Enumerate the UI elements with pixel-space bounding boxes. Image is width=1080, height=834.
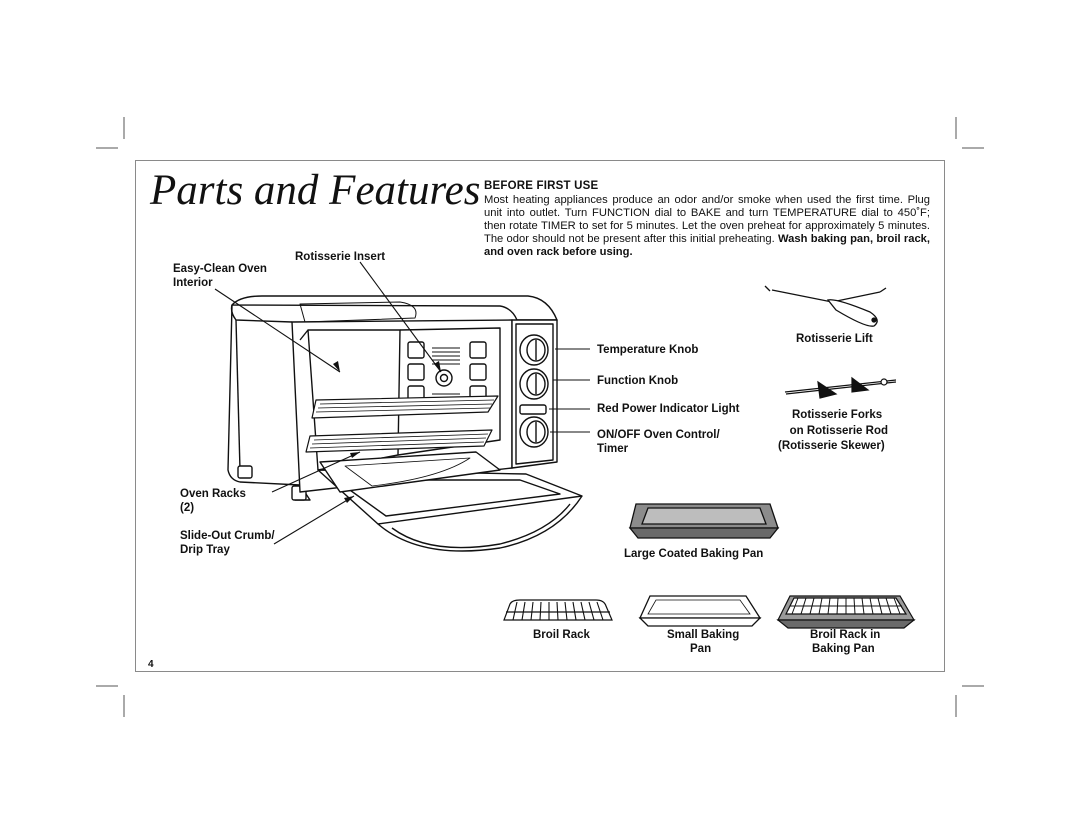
large-baking-pan-icon xyxy=(628,503,780,539)
before-first-use-text: Most heating appliances produce an odor … xyxy=(484,194,930,245)
broil-rack-in-pan-icon xyxy=(776,595,916,629)
rotisserie-forks-icon xyxy=(784,376,897,399)
easy-clean-label-1: Easy-Clean Oven xyxy=(173,263,267,275)
broil-rack-icon xyxy=(503,599,613,621)
small-baking-pan-icon xyxy=(638,595,762,627)
crumb-tray-label-1: Slide-Out Crumb/ xyxy=(180,530,275,542)
rack-in-pan-label-2: Baking Pan xyxy=(812,643,875,655)
temperature-knob-label: Temperature Knob xyxy=(597,344,699,356)
rotisserie-forks-label-3: (Rotisserie Skewer) xyxy=(778,440,885,452)
onoff-control-label-1: ON/OFF Oven Control/ xyxy=(597,429,720,441)
small-pan-label-2: Pan xyxy=(690,643,712,655)
before-first-use-heading: BEFORE FIRST USE xyxy=(484,180,599,192)
function-knob-label: Function Knob xyxy=(597,375,679,387)
oven-racks-label-2: (2) xyxy=(180,502,195,514)
page-title: Parts and Features xyxy=(150,167,481,214)
page-frame xyxy=(135,160,945,672)
page-number: 4 xyxy=(148,659,154,670)
rotisserie-insert-label: Rotisserie Insert xyxy=(295,251,386,263)
oven-racks-label-1: Oven Racks xyxy=(180,488,246,500)
power-light-label: Red Power Indicator Light xyxy=(597,403,740,415)
onoff-control-label-2: Timer xyxy=(597,443,629,455)
rotisserie-forks-label-2: on Rotisserie Rod xyxy=(789,425,888,437)
rotisserie-forks-label-1: Rotisserie Forks xyxy=(792,409,883,421)
rotisserie-lift-label: Rotisserie Lift xyxy=(796,333,873,345)
before-first-use-emphasis: Wash baking pan, broil rack, and oven ra… xyxy=(484,232,930,258)
crumb-tray-label-2: Drip Tray xyxy=(180,544,230,556)
broil-rack-label: Broil Rack xyxy=(533,629,590,641)
large-pan-label: Large Coated Baking Pan xyxy=(624,548,764,560)
easy-clean-label-2: Interior xyxy=(173,277,213,289)
rack-in-pan-label-1: Broil Rack in xyxy=(810,629,881,641)
before-first-use-body: Most heating appliances produce an odor … xyxy=(484,194,930,259)
rotisserie-lift-icon xyxy=(764,285,887,327)
small-pan-label-1: Small Baking xyxy=(667,629,740,641)
